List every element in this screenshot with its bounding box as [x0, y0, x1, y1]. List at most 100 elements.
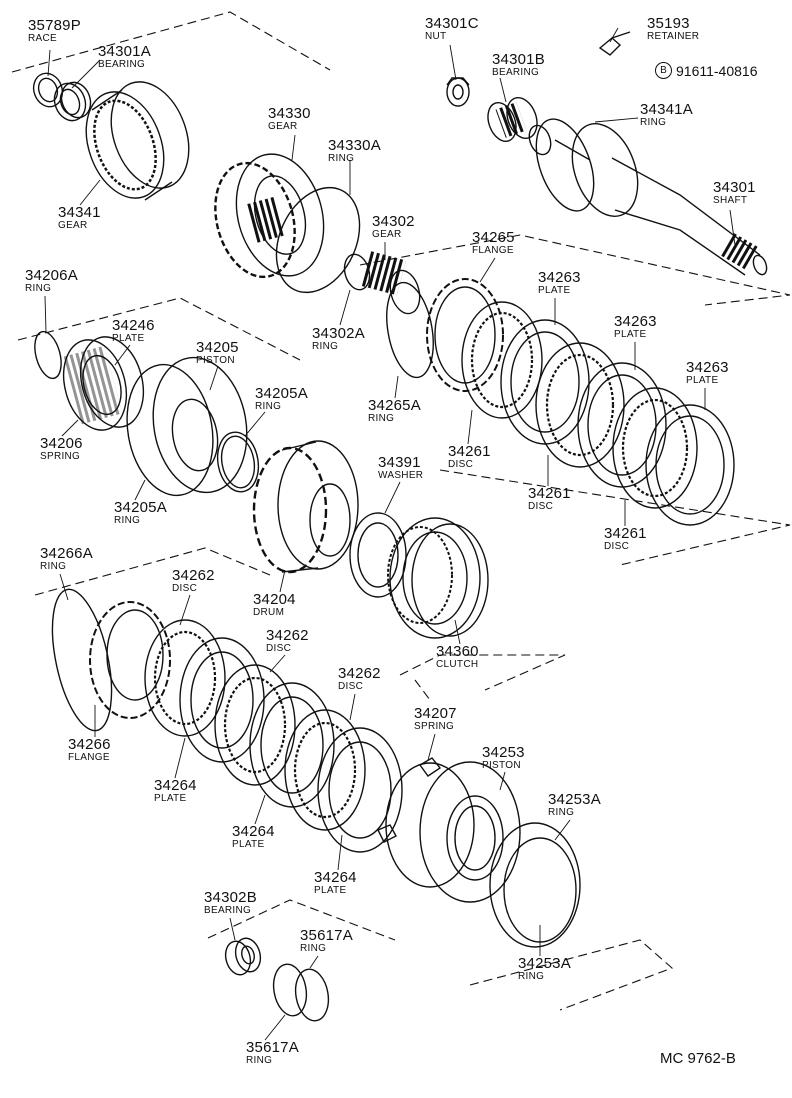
ring-34265a-part — [386, 281, 434, 379]
part-number: 34266A — [40, 545, 93, 562]
part-name: GEAR — [372, 229, 402, 240]
drum-34204-part — [252, 440, 359, 574]
part-name: RING — [518, 971, 545, 982]
part-name: PLATE — [614, 329, 647, 340]
part-name: DISC — [528, 501, 554, 512]
part-number: 35617A — [300, 927, 353, 944]
part-number: 34246 — [112, 317, 155, 334]
bolt-callout: B 91611-40816 — [655, 62, 757, 79]
flange-34265-part — [426, 278, 504, 392]
part-name: PLATE — [314, 885, 347, 896]
part-name: RING — [368, 413, 395, 424]
part-name: BEARING — [204, 905, 252, 916]
part-name: RING — [640, 117, 667, 128]
gear-34330-part — [214, 153, 325, 279]
leader-lines — [44, 27, 736, 1041]
part-number: 34265 — [472, 229, 515, 246]
part-number: 34262 — [266, 627, 309, 644]
part-number: 34205A — [255, 385, 308, 402]
part-name: GEAR — [58, 220, 88, 231]
part-name: DISC — [448, 459, 474, 470]
retainer-35193-part — [598, 31, 631, 56]
part-name: DISC — [604, 541, 630, 552]
bolt-part-number: 91611-40816 — [676, 62, 758, 79]
nut-34301c-part — [446, 77, 470, 107]
part-number: 35617A — [246, 1039, 299, 1056]
part-name: RING — [328, 153, 355, 164]
part-number: 34263 — [538, 269, 581, 286]
part-name: PLATE — [538, 285, 571, 296]
part-number: 34301 — [713, 179, 756, 196]
part-number: 34205 — [196, 339, 239, 356]
part-name: NUT — [425, 31, 447, 42]
part-number: 34204 — [253, 591, 296, 608]
part-name: FLANGE — [472, 245, 514, 256]
part-name: PLATE — [686, 375, 719, 386]
part-number: 34341A — [640, 101, 693, 118]
part-number: 34302 — [372, 213, 415, 230]
ring-34266a-part — [51, 588, 113, 732]
part-number: 34205A — [114, 499, 167, 516]
part-number: 34302A — [312, 325, 365, 342]
part-name: RACE — [28, 33, 57, 44]
bearing-34301a-part — [53, 81, 92, 122]
part-name: BEARING — [492, 67, 540, 78]
part-name: SPRING — [414, 721, 455, 732]
part-number: 34330 — [268, 105, 311, 122]
part-number: 34391 — [378, 454, 421, 471]
part-number: 34262 — [338, 665, 381, 682]
part-name: RING — [312, 341, 339, 352]
part-number: 34253A — [518, 955, 571, 972]
part-number: 34253 — [482, 744, 525, 761]
spring-34206-part — [62, 336, 145, 431]
part-name: DRUM — [253, 607, 285, 618]
drawing-reference: MC 9762-B — [660, 1050, 736, 1067]
part-number: 34264 — [232, 823, 275, 840]
part-name: SPRING — [40, 451, 81, 462]
part-name: FLANGE — [68, 752, 110, 763]
bearing-34302b-part — [224, 937, 262, 976]
part-name: DISC — [266, 643, 292, 654]
piston-34205-part — [126, 356, 248, 497]
part-number: 34341 — [58, 204, 101, 221]
part-name: PLATE — [154, 793, 187, 804]
part-number: 34261 — [528, 485, 571, 502]
part-number: 34207 — [414, 705, 457, 722]
part-name: PISTON — [482, 760, 521, 771]
part-name: RING — [246, 1055, 273, 1066]
part-number: 34262 — [172, 567, 215, 584]
part-number: 35789P — [28, 17, 81, 34]
part-number: 34264 — [154, 777, 197, 794]
shaft-34301-part — [528, 123, 768, 276]
part-name: WASHER — [378, 470, 424, 481]
ring-35617a-part — [272, 963, 330, 1022]
bolt-symbol-icon: B — [655, 62, 672, 79]
